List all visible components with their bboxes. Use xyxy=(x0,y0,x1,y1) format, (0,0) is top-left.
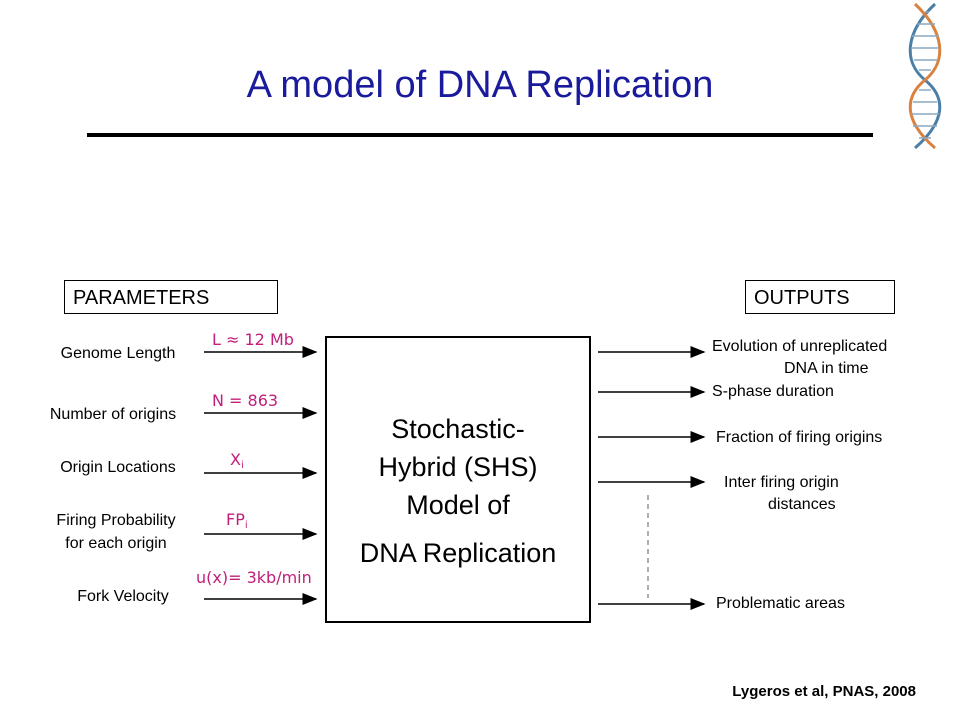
param-label-number-origins: Number of origins xyxy=(49,406,177,423)
output-unreplicated-dna: Evolution of unreplicated DNA in time xyxy=(712,336,932,380)
output-inter-origin-distances: Inter firing origin distances xyxy=(724,472,924,516)
output-s-phase-duration: S-phase duration xyxy=(712,383,834,400)
output-unreplicated-line1: Evolution of unreplicated xyxy=(712,338,888,355)
model-line-1: Stochastic- xyxy=(391,414,525,444)
citation: Lygeros et al, PNAS, 2008 xyxy=(732,683,916,700)
output-inter-origin-line2: distances xyxy=(768,496,836,513)
slide-title: A model of DNA Replication xyxy=(246,64,714,106)
param-label-firing-probability: Firing Probability for each origin xyxy=(26,509,206,555)
model-line-3: Model of xyxy=(406,490,510,520)
param-value-genome-length: L ≈ 12 Mb xyxy=(212,330,294,349)
param-label-firing-line1: Firing Probability xyxy=(56,512,176,529)
param-value-fork-velocity: u(x)= 3kb/min xyxy=(196,568,312,587)
output-firing-fraction: Fraction of firing origins xyxy=(716,429,883,446)
output-problematic-areas: Problematic areas xyxy=(716,595,845,612)
param-value-origin-locations: Xi xyxy=(230,450,244,471)
param-label-origin-locations: Origin Locations xyxy=(60,459,176,476)
param-label-fork-velocity: Fork Velocity xyxy=(77,588,169,605)
title-underline xyxy=(87,133,873,137)
output-unreplicated-line2: DNA in time xyxy=(784,360,869,377)
param-value-firing-probability: FPi xyxy=(226,510,248,531)
parameters-header: PARAMETERS xyxy=(64,280,278,314)
param-label-genome-length: Genome Length xyxy=(60,345,176,362)
param-label-firing-line2: for each origin xyxy=(65,535,167,552)
model-line-4: DNA Replication xyxy=(359,538,557,568)
param-value-number-origins: N = 863 xyxy=(212,391,279,410)
outputs-header: OUTPUTS xyxy=(745,280,895,314)
model-line-2: Hybrid (SHS) xyxy=(378,452,538,482)
dna-helix-icon xyxy=(895,2,955,150)
output-inter-origin-line1: Inter firing origin xyxy=(724,474,839,491)
model-box: Stochastic- Hybrid (SHS) Model of DNA Re… xyxy=(325,336,591,623)
